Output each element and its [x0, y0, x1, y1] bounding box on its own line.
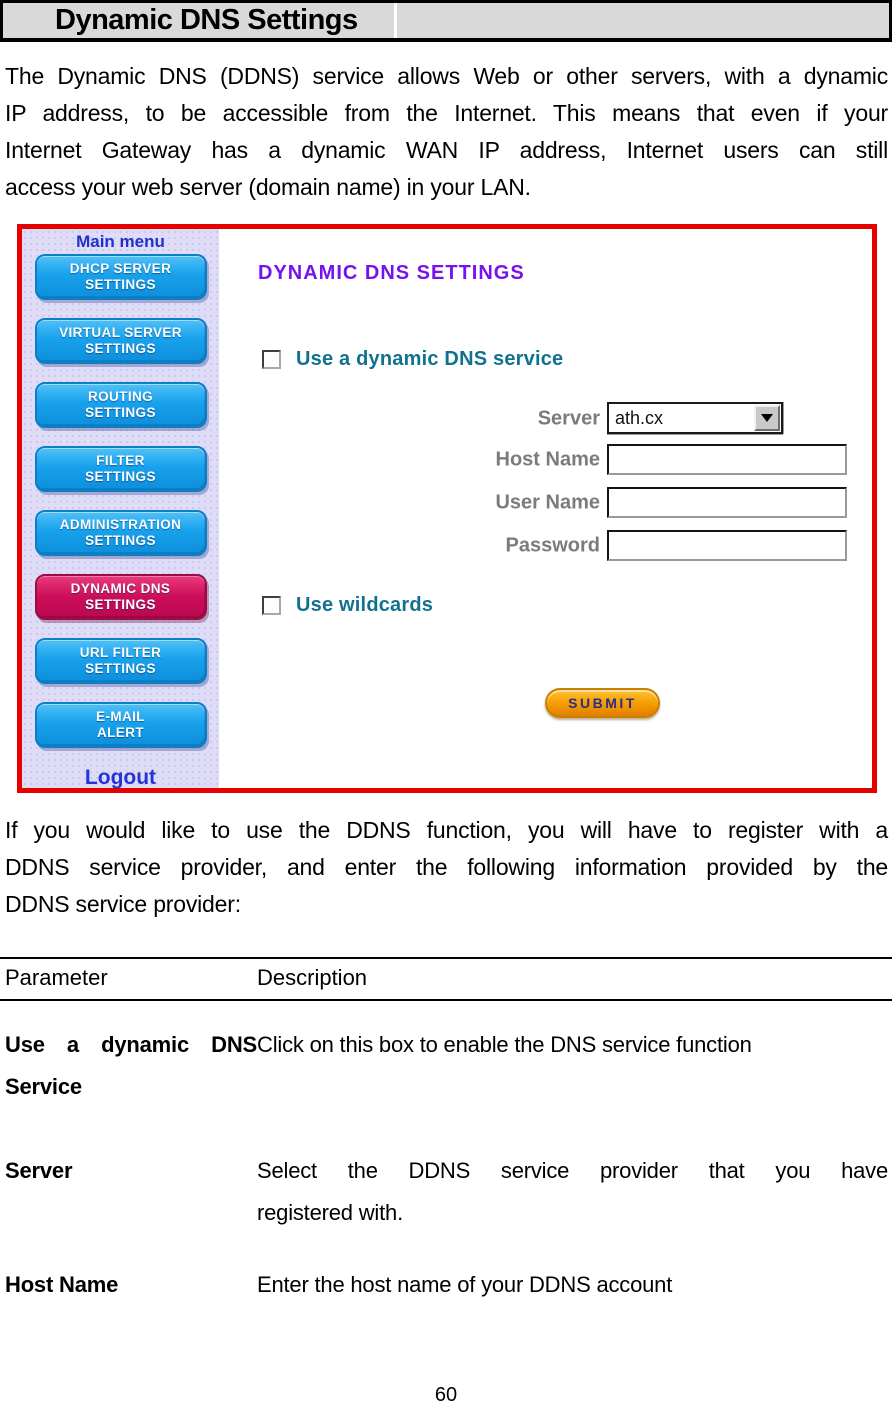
- server-label: Server: [537, 407, 600, 429]
- intro-paragraph: The Dynamic DNS (DDNS) service allows We…: [5, 58, 888, 206]
- table-row: Server Select the DDNS service provider …: [5, 1150, 888, 1234]
- sidebar-button-label: URL FILTER SETTINGS: [79, 645, 162, 676]
- table-header-description: Description: [257, 965, 368, 990]
- sidebar-button-label: DHCP SERVER SETTINGS: [69, 261, 172, 292]
- title-divider: [394, 3, 397, 38]
- sidebar-button-label: ADMINISTRATION SETTINGS: [59, 517, 182, 548]
- host-name-input[interactable]: [607, 444, 847, 475]
- intro-line: The Dynamic DNS (DDNS) service allows We…: [5, 63, 888, 89]
- use-wildcards-checkbox-row: Use wildcards: [262, 594, 433, 617]
- intro-line: access your web server (domain name) in …: [5, 174, 531, 200]
- submit-button[interactable]: SUBMIT: [545, 688, 660, 718]
- sidebar-button-label: E-MAIL ALERT: [96, 709, 145, 740]
- param-line: Service: [5, 1074, 82, 1099]
- desc-line: Click on this box to enable the DNS serv…: [257, 1032, 752, 1057]
- page-title: Dynamic DNS Settings: [55, 4, 358, 36]
- middle-line: If you would like to use the DDNS functi…: [5, 817, 888, 843]
- chevron-down-icon[interactable]: [754, 405, 780, 431]
- desc-line: Select the DDNS service provider that yo…: [257, 1158, 888, 1183]
- table-rule-bottom: [0, 999, 892, 1001]
- param-cell: Use a dynamic DNS Service: [5, 1024, 257, 1108]
- table-row: Host Name Enter the host name of your DD…: [5, 1264, 888, 1306]
- ddns-settings-heading: DYNAMIC DNS SETTINGS: [258, 262, 525, 284]
- middle-paragraph: If you would like to use the DDNS functi…: [5, 812, 888, 923]
- sidebar-button-url-filter-settings[interactable]: URL FILTER SETTINGS: [34, 638, 207, 684]
- sidebar-button-virtual-server-settings[interactable]: VIRTUAL SERVER SETTINGS: [34, 318, 207, 364]
- sidebar-button-filter-settings[interactable]: FILTER SETTINGS: [34, 446, 207, 492]
- param-line: Server: [5, 1158, 73, 1183]
- table-header-parameter: Parameter: [5, 965, 108, 990]
- password-input[interactable]: [607, 530, 847, 561]
- table-header: Parameter Description: [5, 963, 888, 993]
- description-cell: Select the DDNS service provider that yo…: [257, 1150, 888, 1234]
- use-wildcards-checkbox-label: Use wildcards: [296, 594, 434, 616]
- use-wildcards-checkbox[interactable]: [262, 596, 281, 615]
- sidebar-button-label: ROUTING SETTINGS: [85, 389, 156, 420]
- desc-line: registered with.: [257, 1200, 403, 1225]
- middle-line: DDNS service provider, and enter the fol…: [5, 854, 888, 880]
- logout-link[interactable]: Logout: [84, 766, 157, 789]
- sidebar-button-administration-settings[interactable]: ADMINISTRATION SETTINGS: [34, 510, 207, 556]
- intro-line: Internet Gateway has a dynamic WAN IP ad…: [5, 137, 888, 163]
- triangle-glyph: [761, 414, 773, 422]
- server-select-value: ath.cx: [615, 408, 664, 428]
- intro-line: IP address, to be accessible from the In…: [5, 100, 888, 126]
- middle-line: DDNS service provider:: [5, 891, 241, 917]
- use-ddns-checkbox-row: Use a dynamic DNS service: [262, 348, 563, 371]
- param-cell: Host Name: [5, 1264, 257, 1306]
- router-ui-content: DYNAMIC DNS SETTINGS Use a dynamic DNS s…: [219, 229, 872, 788]
- table-row: Use a dynamic DNS Service Click on this …: [5, 1024, 888, 1108]
- use-ddns-checkbox-label: Use a dynamic DNS service: [296, 348, 564, 370]
- sidebar-button-email-alert[interactable]: E-MAIL ALERT: [34, 702, 207, 748]
- user-name-label: User Name: [495, 491, 600, 513]
- sidebar-button-label: DYNAMIC DNS SETTINGS: [70, 581, 171, 612]
- host-name-label: Host Name: [495, 448, 600, 470]
- param-cell: Server: [5, 1150, 257, 1234]
- router-ui-screenshot: Main menu DHCP SERVER SETTINGS VIRTUAL S…: [17, 224, 877, 793]
- sidebar-button-routing-settings[interactable]: ROUTING SETTINGS: [34, 382, 207, 428]
- main-menu-sidebar: Main menu DHCP SERVER SETTINGS VIRTUAL S…: [22, 229, 219, 789]
- password-label: Password: [505, 534, 600, 556]
- page-number: 60: [434, 1384, 458, 1406]
- server-select[interactable]: ath.cx: [607, 402, 783, 434]
- description-cell: Enter the host name of your DDNS account: [257, 1264, 888, 1306]
- sidebar-button-label: FILTER SETTINGS: [85, 453, 156, 484]
- table-rule-top: [0, 957, 892, 959]
- desc-line: Enter the host name of your DDNS account: [257, 1272, 673, 1297]
- main-menu-title: Main menu: [76, 232, 165, 251]
- sidebar-button-label: VIRTUAL SERVER SETTINGS: [59, 325, 182, 356]
- description-cell: Click on this box to enable the DNS serv…: [257, 1024, 888, 1108]
- sidebar-button-dynamic-dns-settings[interactable]: DYNAMIC DNS SETTINGS: [34, 574, 207, 620]
- param-line: Host Name: [5, 1272, 119, 1297]
- user-name-input[interactable]: [607, 487, 847, 518]
- use-ddns-checkbox[interactable]: [262, 350, 281, 369]
- sidebar-button-dhcp-server-settings[interactable]: DHCP SERVER SETTINGS: [34, 254, 207, 300]
- param-line: Use a dynamic DNS: [5, 1032, 257, 1057]
- section-title-bar: Dynamic DNS Settings: [0, 0, 892, 42]
